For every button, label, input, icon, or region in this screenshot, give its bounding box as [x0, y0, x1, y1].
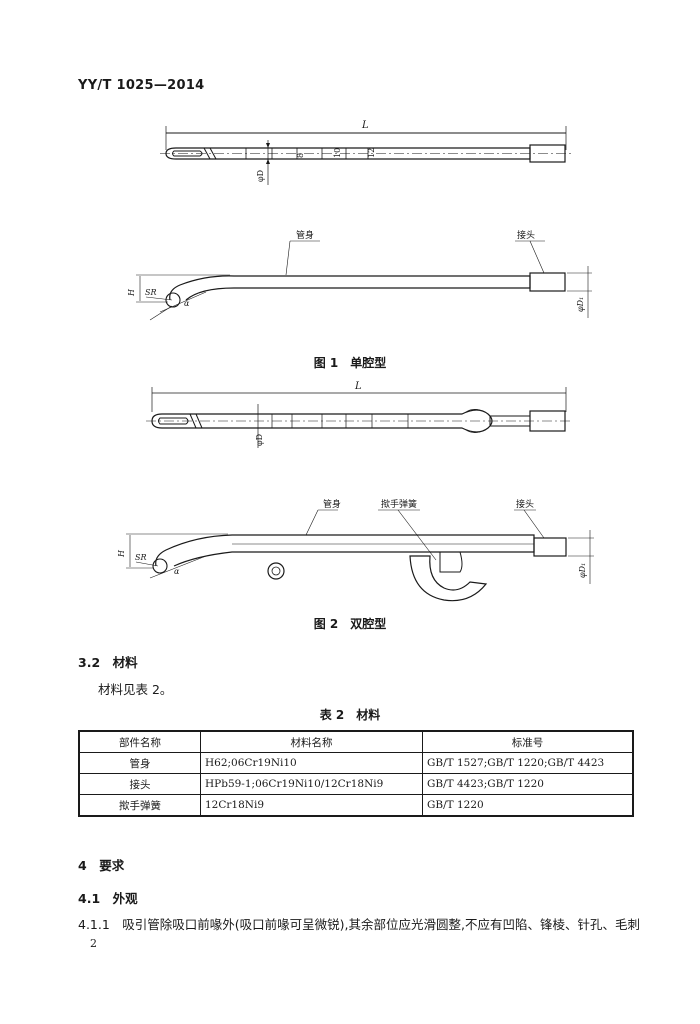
fig1-connector-label: 接头 [517, 229, 535, 241]
fig2-spring-label: 揿手弹簧 [381, 498, 417, 510]
fig2-top-view [146, 387, 572, 448]
figure-1-caption: 图 1 单腔型 [313, 356, 387, 370]
fig1-end-diameter-label: φD₁ [576, 297, 585, 312]
table-cell: GB/T 1527;GB/T 1220;GB/T 4423 [422, 752, 634, 774]
section-3-2-heading: 3.2 材料 [78, 655, 138, 670]
table-cell: GB/T 1220 [422, 794, 634, 817]
fig1-diameter-label: φD [256, 170, 265, 182]
fig1-tube-body [165, 147, 531, 160]
fig1-scale-mark-8: 8 [296, 153, 305, 158]
table-row: 揿手弹簧 12Cr18Ni9 GB/T 1220 [78, 794, 634, 817]
section-4-1-heading: 4.1 外观 [78, 891, 138, 906]
fig1-side-tip [165, 292, 181, 308]
fig1-side-view [136, 240, 592, 321]
table-cell: HPb59-1;06Cr19Ni10/12Cr18Ni9 [200, 773, 423, 795]
table-header-row: 部件名称 材料名称 标准号 [78, 730, 634, 753]
fig1-angle-label: α [184, 299, 190, 308]
fig1-side-tube [169, 275, 531, 301]
table-header-cell: 标准号 [422, 730, 634, 753]
materials-table: 部件名称 材料名称 标准号 管身 H62;06Cr19Ni10 GB/T 152… [78, 730, 634, 817]
fig2-connector-label: 接头 [516, 498, 534, 510]
table-cell: 接头 [78, 773, 201, 795]
fig2-radius-label: SR [135, 553, 147, 562]
fig2-spring-lever [409, 555, 488, 602]
table-cell: 12Cr18Ni9 [200, 794, 423, 817]
table-2-caption: 表 2 材料 [319, 708, 381, 722]
section-4-heading: 4 要求 [78, 858, 125, 873]
fig2-length-label: L [354, 381, 362, 392]
table-cell: H62;06Cr19Ni10 [200, 752, 423, 774]
table-header-cell: 部件名称 [78, 730, 201, 753]
fig1-height-label: H [127, 288, 136, 297]
fig1-side-connector [529, 272, 566, 292]
fig1-tube-label: 管身 [296, 229, 314, 241]
fig2-angle-label: α [174, 567, 180, 576]
table-cell: 揿手弹簧 [78, 794, 201, 817]
fig1-scale-mark-12: 12 [367, 148, 376, 158]
figure-2-caption: 图 2 双腔型 [313, 617, 387, 631]
fig1-top-view [160, 126, 572, 185]
table-cell: GB/T 4423;GB/T 1220 [422, 773, 634, 795]
fig2-diameter-label: φD [255, 434, 264, 446]
table-header-cell: 材料名称 [200, 730, 423, 753]
figure-1-drawing: L φD 8 10 12 管身 接头 H SR α φD₁ [117, 120, 594, 602]
fig2-tube-body [151, 409, 493, 433]
fig1-radius-label: SR [145, 288, 157, 297]
table-row: 接头 HPb59-1;06Cr19Ni10/12Cr18Ni9 GB/T 442… [78, 773, 634, 795]
standard-header: YY/T 1025—2014 [78, 78, 205, 93]
fig2-thumb-ring [267, 562, 285, 580]
table-row: 管身 H62;06Cr19Ni10 GB/T 1527;GB/T 1220;GB… [78, 752, 634, 774]
table-cell: 管身 [78, 752, 201, 774]
fig1-scale-mark-10: 10 [333, 148, 342, 158]
fig1-length-label: L [361, 120, 369, 131]
fig2-end-diameter-label: φD₁ [578, 563, 587, 578]
fig2-tube-label: 管身 [323, 498, 341, 510]
section-4-1-1-text: 4.1.1 吸引管除吸口前喙外(吸口前喙可呈微锐),其余部位应光滑圆整,不应有凹… [78, 917, 641, 932]
fig2-side-tube [155, 534, 535, 567]
page-number: 2 [90, 937, 97, 950]
fig2-height-label: H [117, 549, 126, 558]
fig2-side-connector [533, 537, 567, 557]
section-3-2-text: 材料见表 2。 [98, 682, 173, 697]
fig2-side-view [126, 509, 594, 602]
